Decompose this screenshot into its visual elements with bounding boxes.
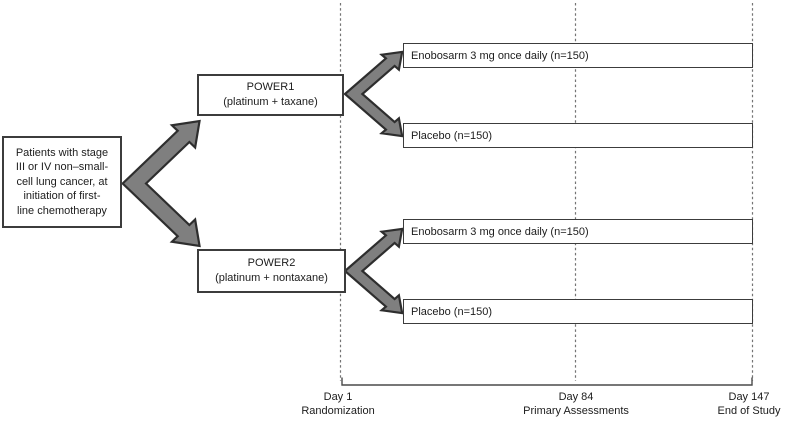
milestone-day84: Day 84 Primary Assessments [491,391,661,418]
power2-branch-arrow [343,218,404,324]
power2-study-box: POWER2 (platinum + nontaxane) [197,249,346,293]
milestone-day147: Day 147 End of Study [664,391,787,418]
arm-label: Placebo (n=150) [411,129,493,142]
population-line: initiation of first- [23,190,101,203]
milestone-label: Primary Assessments [523,404,629,417]
milestone-day: Day 84 [558,391,594,403]
population-line: III or IV non–small- [15,161,109,174]
branch-arrow-shape [345,52,402,136]
power1-branch-arrow [343,41,404,147]
population-line: line chemotherapy [17,204,107,217]
arm-label: Enobosarm 3 mg once daily (n=150) [411,225,589,238]
power2-placebo-arm-box: Placebo (n=150) [403,299,753,324]
population-line: Patients with stage [15,146,109,159]
arm-label: Enobosarm 3 mg once daily (n=150) [411,49,589,62]
randomization-branch-arrow [120,105,202,262]
arm-label: Placebo (n=150) [411,305,493,318]
branch-arrow-shape [345,229,402,313]
power1-study-box: POWER1 (platinum + taxane) [197,74,344,116]
study-regimen: (platinum + taxane) [223,96,318,108]
branch-arrow-shape [123,121,200,246]
power1-placebo-arm-box: Placebo (n=150) [403,123,753,148]
milestone-label: End of Study [717,404,781,417]
power1-enobosarm-arm-box: Enobosarm 3 mg once daily (n=150) [403,43,753,68]
milestone-day: Day 147 [728,391,770,403]
study-regimen: (platinum + nontaxane) [215,272,328,284]
power2-enobosarm-arm-box: Enobosarm 3 mg once daily (n=150) [403,219,753,244]
study-name: POWER2 [247,257,296,269]
milestone-day: Day 1 [323,391,353,403]
milestone-day1: Day 1 Randomization [253,391,423,418]
timeline-axis-line [341,377,753,386]
study-name: POWER1 [246,81,295,93]
population-line: cell lung cancer, at [16,175,108,188]
milestone-label: Randomization [301,404,375,417]
population-box: Patients with stage III or IV non–small-… [2,136,122,228]
